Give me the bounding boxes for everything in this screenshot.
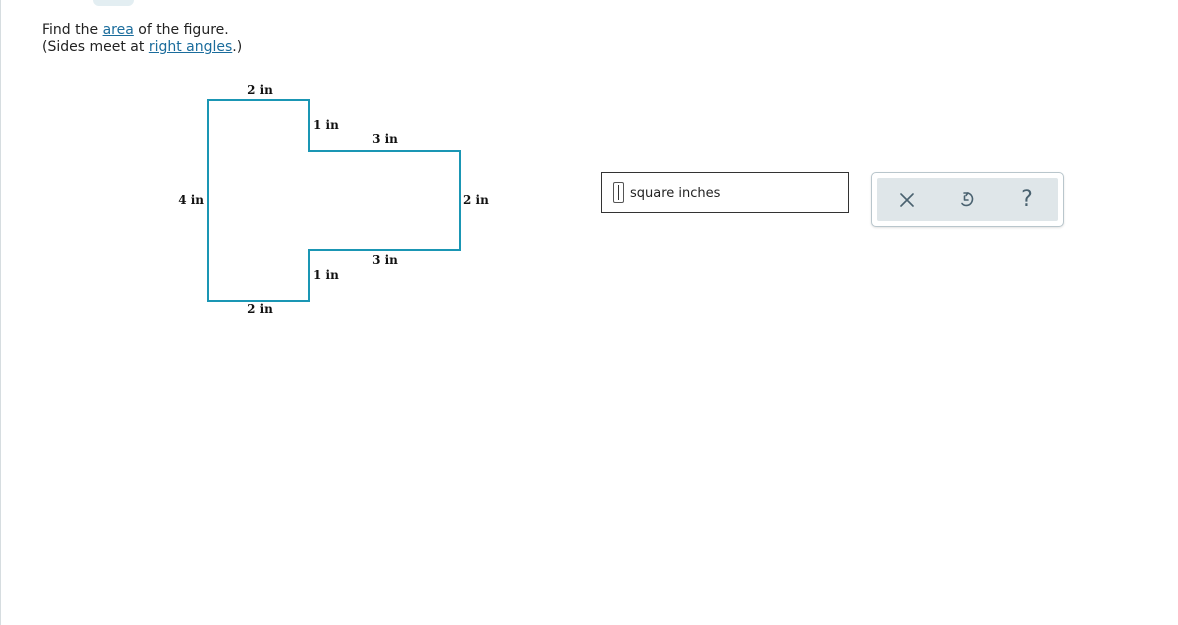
- label-left: 4 in: [178, 193, 204, 207]
- clear-button[interactable]: [877, 178, 937, 221]
- answer-toolbar: ?: [871, 172, 1064, 227]
- answer-input[interactable]: [613, 182, 624, 203]
- undo-icon: [958, 190, 976, 210]
- answer-unit-label: square inches: [630, 186, 721, 201]
- label-bottom: 2 in: [247, 302, 273, 316]
- top-tab[interactable]: [93, 0, 134, 6]
- right-angles-link[interactable]: right angles: [148, 39, 233, 55]
- question-prompt: Find the area of the figure. (Sides meet…: [42, 22, 242, 56]
- help-icon: ?: [1021, 186, 1033, 212]
- close-icon: [900, 192, 914, 207]
- label-upper-arm: 3 in: [372, 132, 398, 146]
- figure-outline: [207, 99, 461, 302]
- figure-diagram: 2 in 1 in 3 in 4 in 2 in 3 in 1 in 2 in: [178, 83, 489, 316]
- undo-button[interactable]: [937, 178, 997, 221]
- help-button[interactable]: ?: [997, 178, 1057, 221]
- label-right: 2 in: [463, 193, 489, 207]
- label-upper-inner-step: 1 in: [313, 118, 339, 132]
- answer-box: square inches: [601, 172, 849, 213]
- area-link[interactable]: area: [102, 22, 134, 38]
- label-lower-arm: 3 in: [372, 253, 398, 267]
- toolbar-inner: ?: [877, 178, 1058, 221]
- question-line-2: (Sides meet at right angles.): [42, 39, 243, 55]
- left-border: [0, 0, 1, 625]
- label-lower-inner-step: 1 in: [313, 268, 339, 282]
- question-line-1: Find the area of the figure.: [42, 22, 229, 38]
- label-top: 2 in: [247, 83, 273, 97]
